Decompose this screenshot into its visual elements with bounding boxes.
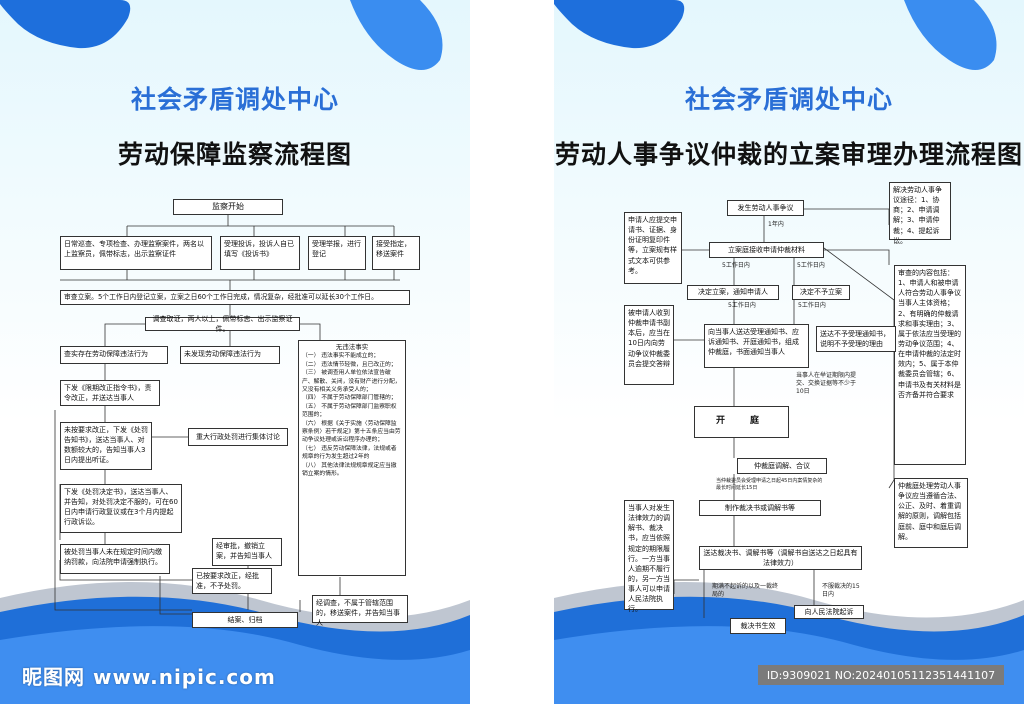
note-evidence-period: 当事人在举证期限内提交、交换证据等不少于10日 xyxy=(796,372,857,395)
note-hearing-period: 当仲裁委员会受理申请之日起45日内案情复杂的最长时间延长15日 xyxy=(716,478,823,491)
box-group-discussion: 重大行政处罚进行集体讨论 xyxy=(188,428,288,446)
box-transfer-case: 经调查，不属于管辖范围的，移送案件，并告知当事人 xyxy=(312,595,408,627)
box-penalty-notice: 未按要求改正，下发《处罚告知书》，送达当事人、对数额较大的，告知当事人3日内提出… xyxy=(60,422,152,470)
box-close-archive: 结案、归档 xyxy=(192,612,298,628)
flowchart-title: 劳动保障监察流程图 xyxy=(117,140,352,169)
note-time-limit: 5工作日内 xyxy=(797,262,825,269)
box-award-effective: 裁决书生效 xyxy=(730,618,786,634)
box-routine-inspection: 日常巡查、专项检查、办理监察案件，两名以上监察员，佩带标志，出示监察证件 xyxy=(60,236,212,270)
box-execution: 当事人对发生法律效力的调解书、裁决书，应当依照规定的期限履行。一方当事人逾期不履… xyxy=(624,500,674,613)
box-reject-case: 决定不予立案 xyxy=(792,285,850,300)
no-violation-item: （七） 违反劳动保障法律，法规或者规章的行为发生超过2年的 xyxy=(302,445,397,461)
box-investigate: 调查取证，两人以上，佩带标志、出示监察证件。 xyxy=(145,315,300,333)
box-register-case: 审查立案。5个工作日内登记立案，立案之日60个工作日完成，情况复杂，经批准可以延… xyxy=(60,290,410,305)
box-application-materials: 申请人应提交申请书、证据、身份证明复印件等，立案规有样式文本可供参考。 xyxy=(624,212,682,284)
box-mediation: 仲裁庭调解、合议 xyxy=(737,458,827,474)
no-violation-title: 无违法事实 xyxy=(335,343,369,351)
note-time-limit: 5工作日内 xyxy=(728,302,756,309)
box-violation-confirmed: 查实存在劳动保障违法行为 xyxy=(60,346,168,364)
box-complaint: 受理投诉，投诉人自已填写《投诉书》 xyxy=(220,236,300,270)
note-appeal-period: 不服裁决的15日内 xyxy=(822,583,860,598)
box-draft-award: 制作裁决书或调解书等 xyxy=(699,500,821,516)
note-time-limit: 1年内 xyxy=(768,221,784,228)
box-arbitration-principles: 仲裁庭处理劳动人事争议应当遵循合法、公正、及时、着重调解的原则，调解包括庭前、庭… xyxy=(894,478,968,548)
watermark: 昵图网 www.nipic.com xyxy=(22,665,276,689)
box-no-violation-facts: 无违法事实 （一） 违法事实不能成立的； （二） 违法情节轻微，且已改正的； （… xyxy=(298,340,406,576)
no-violation-item: （一） 违法事实不能成立的； xyxy=(302,353,380,360)
image-id-bar: ID:9309021 NO:20240105112351441107 xyxy=(758,665,1004,685)
box-file-lawsuit: 向人民法院起诉 xyxy=(794,605,864,619)
box-assigned-case: 接受指定，移送案件 xyxy=(372,236,420,270)
box-review-contents: 审查的内容包括：1、申请人和被申请人符合劳动人事争议当事人主体资格；2、有明确的… xyxy=(894,265,966,465)
box-court-hearing: 开 庭 xyxy=(694,406,789,438)
box-dispute-occurs: 发生劳动人事争议 xyxy=(727,200,804,216)
decorative-waves xyxy=(0,0,470,704)
box-accept-case: 决定立案，通知申请人 xyxy=(687,285,779,300)
box-notify-parties: 向当事人送达受理通知书、应诉通知书、开庭通知书，组成仲裁庭，书面通知当事人 xyxy=(704,324,809,368)
org-title: 社会矛盾调处中心 xyxy=(130,85,339,114)
no-violation-item: （三） 被调查用人单位依法宣告破产、解散、关闭，没有财产进行分配，又没有相关义务… xyxy=(302,370,401,393)
box-dispute-solutions: 解决劳动人事争议途径：1、协商；2、申请调解；3、申请仲裁；4、提起诉讼。 xyxy=(889,182,951,245)
box-receive-application: 立案庭接收申请仲裁材料 xyxy=(709,242,824,258)
no-violation-item: （四） 不属于劳动保障部门管辖的； xyxy=(302,395,397,402)
no-violation-item: （八） 其他法律法规规章规定应当撤销立案的情形。 xyxy=(302,462,397,477)
box-respondent-defense: 被申请人收到仲裁申请书副本后，应当在10日内向劳动争议仲裁委员会提交答辩 xyxy=(624,305,674,385)
box-no-violation-found: 未发现劳动保障违法行为 xyxy=(180,346,280,364)
box-rejection-notice: 送达不予受理通知书，说明不予受理的理由 xyxy=(816,326,896,352)
box-no-penalty: 已按要求改正，经批准，不予处罚。 xyxy=(192,568,272,594)
box-penalty-decision: 下发《处罚决定书》，送达当事人、并告知，对处罚决定不服的，可在60日内申请行政复… xyxy=(60,484,182,533)
no-violation-item: （六） 根据《关于实施〈劳动保障监察条例〉若干规定》第十五条应当由劳动争议处理或… xyxy=(302,420,401,444)
box-report: 受理举报，进行登记 xyxy=(308,236,366,270)
no-violation-item: （二） 违法情节轻微，且已改正的； xyxy=(302,361,397,368)
box-serve-award: 送达裁决书、调解书等（调解书自送达之日起具有法律效力） xyxy=(699,546,862,570)
note-time-limit: 5工作日内 xyxy=(722,262,750,269)
box-start: 监察开始 xyxy=(173,199,283,215)
note-final-award: 期满不起诉的以及一裁终局的 xyxy=(712,583,779,598)
flowchart-title: 劳动人事争议仲裁的立案审理办理流程图 xyxy=(554,140,1023,169)
note-time-limit: 5工作日内 xyxy=(798,302,826,309)
no-violation-item: （五） 不属于劳动保障部门监察职权范围的； xyxy=(302,403,397,419)
box-rectification-order: 下发《限期改正指令书》，责令改正，并送达当事人 xyxy=(60,380,160,406)
box-revoke-case: 经审批，撤销立案，并告知当事人 xyxy=(212,538,282,566)
org-title: 社会矛盾调处中心 xyxy=(684,85,893,114)
poster-labor-arbitration: 社会矛盾调处中心 劳动人事争议仲裁的立案审理办理流程图 发生劳动人事争议 申请人… xyxy=(554,0,1024,704)
poster-labor-inspection: 社会矛盾调处中心 劳动保障监察流程图 监察开始 日常巡查、专项检查、办理监察案件… xyxy=(0,0,470,704)
box-court-enforcement: 被处罚当事人未在规定时间内缴纳罚款，向法院申请强制执行。 xyxy=(60,544,170,574)
